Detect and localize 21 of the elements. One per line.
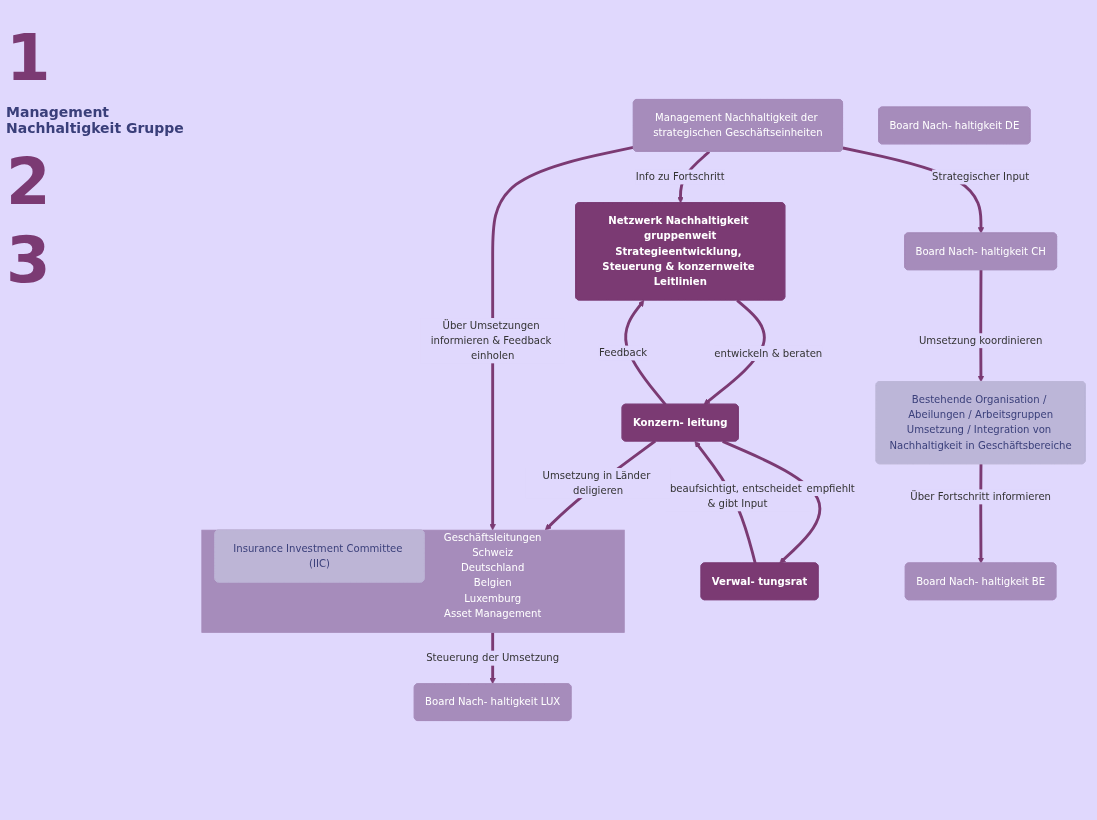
arrow — [722, 440, 822, 564]
arrow — [703, 299, 766, 405]
arrow — [624, 300, 667, 406]
edge-label: Über Fortschritt informieren — [910, 490, 1051, 503]
edge-label: beaufsichtigt, entscheidet & gibt Input — [669, 482, 802, 510]
arrow — [977, 270, 985, 383]
edge-label: Umsetzung in Länder deligieren — [542, 469, 651, 497]
arrow — [489, 146, 634, 531]
edge-label: Feedback — [598, 346, 648, 359]
edge-label: Über Umsetzungen informieren & Feedback einholen — [430, 319, 552, 362]
edge-label: Steuerung der Umsetzung — [426, 652, 560, 664]
level-number: 2 — [6, 150, 52, 214]
edge-label: Info zu Fortschritt — [635, 170, 725, 183]
level-number: 3 — [6, 228, 52, 292]
group-label: Management Nachhaltigkeit Gruppe — [6, 104, 185, 136]
arrow — [977, 464, 985, 564]
edge-label: Strategischer Input — [932, 170, 1030, 183]
edge-label: empfiehlt — [806, 482, 855, 494]
level-number: 1 — [6, 26, 52, 90]
edge-label: entwickeln & beraten — [714, 347, 823, 359]
edge-label: Umsetzung koordinieren — [918, 334, 1043, 347]
